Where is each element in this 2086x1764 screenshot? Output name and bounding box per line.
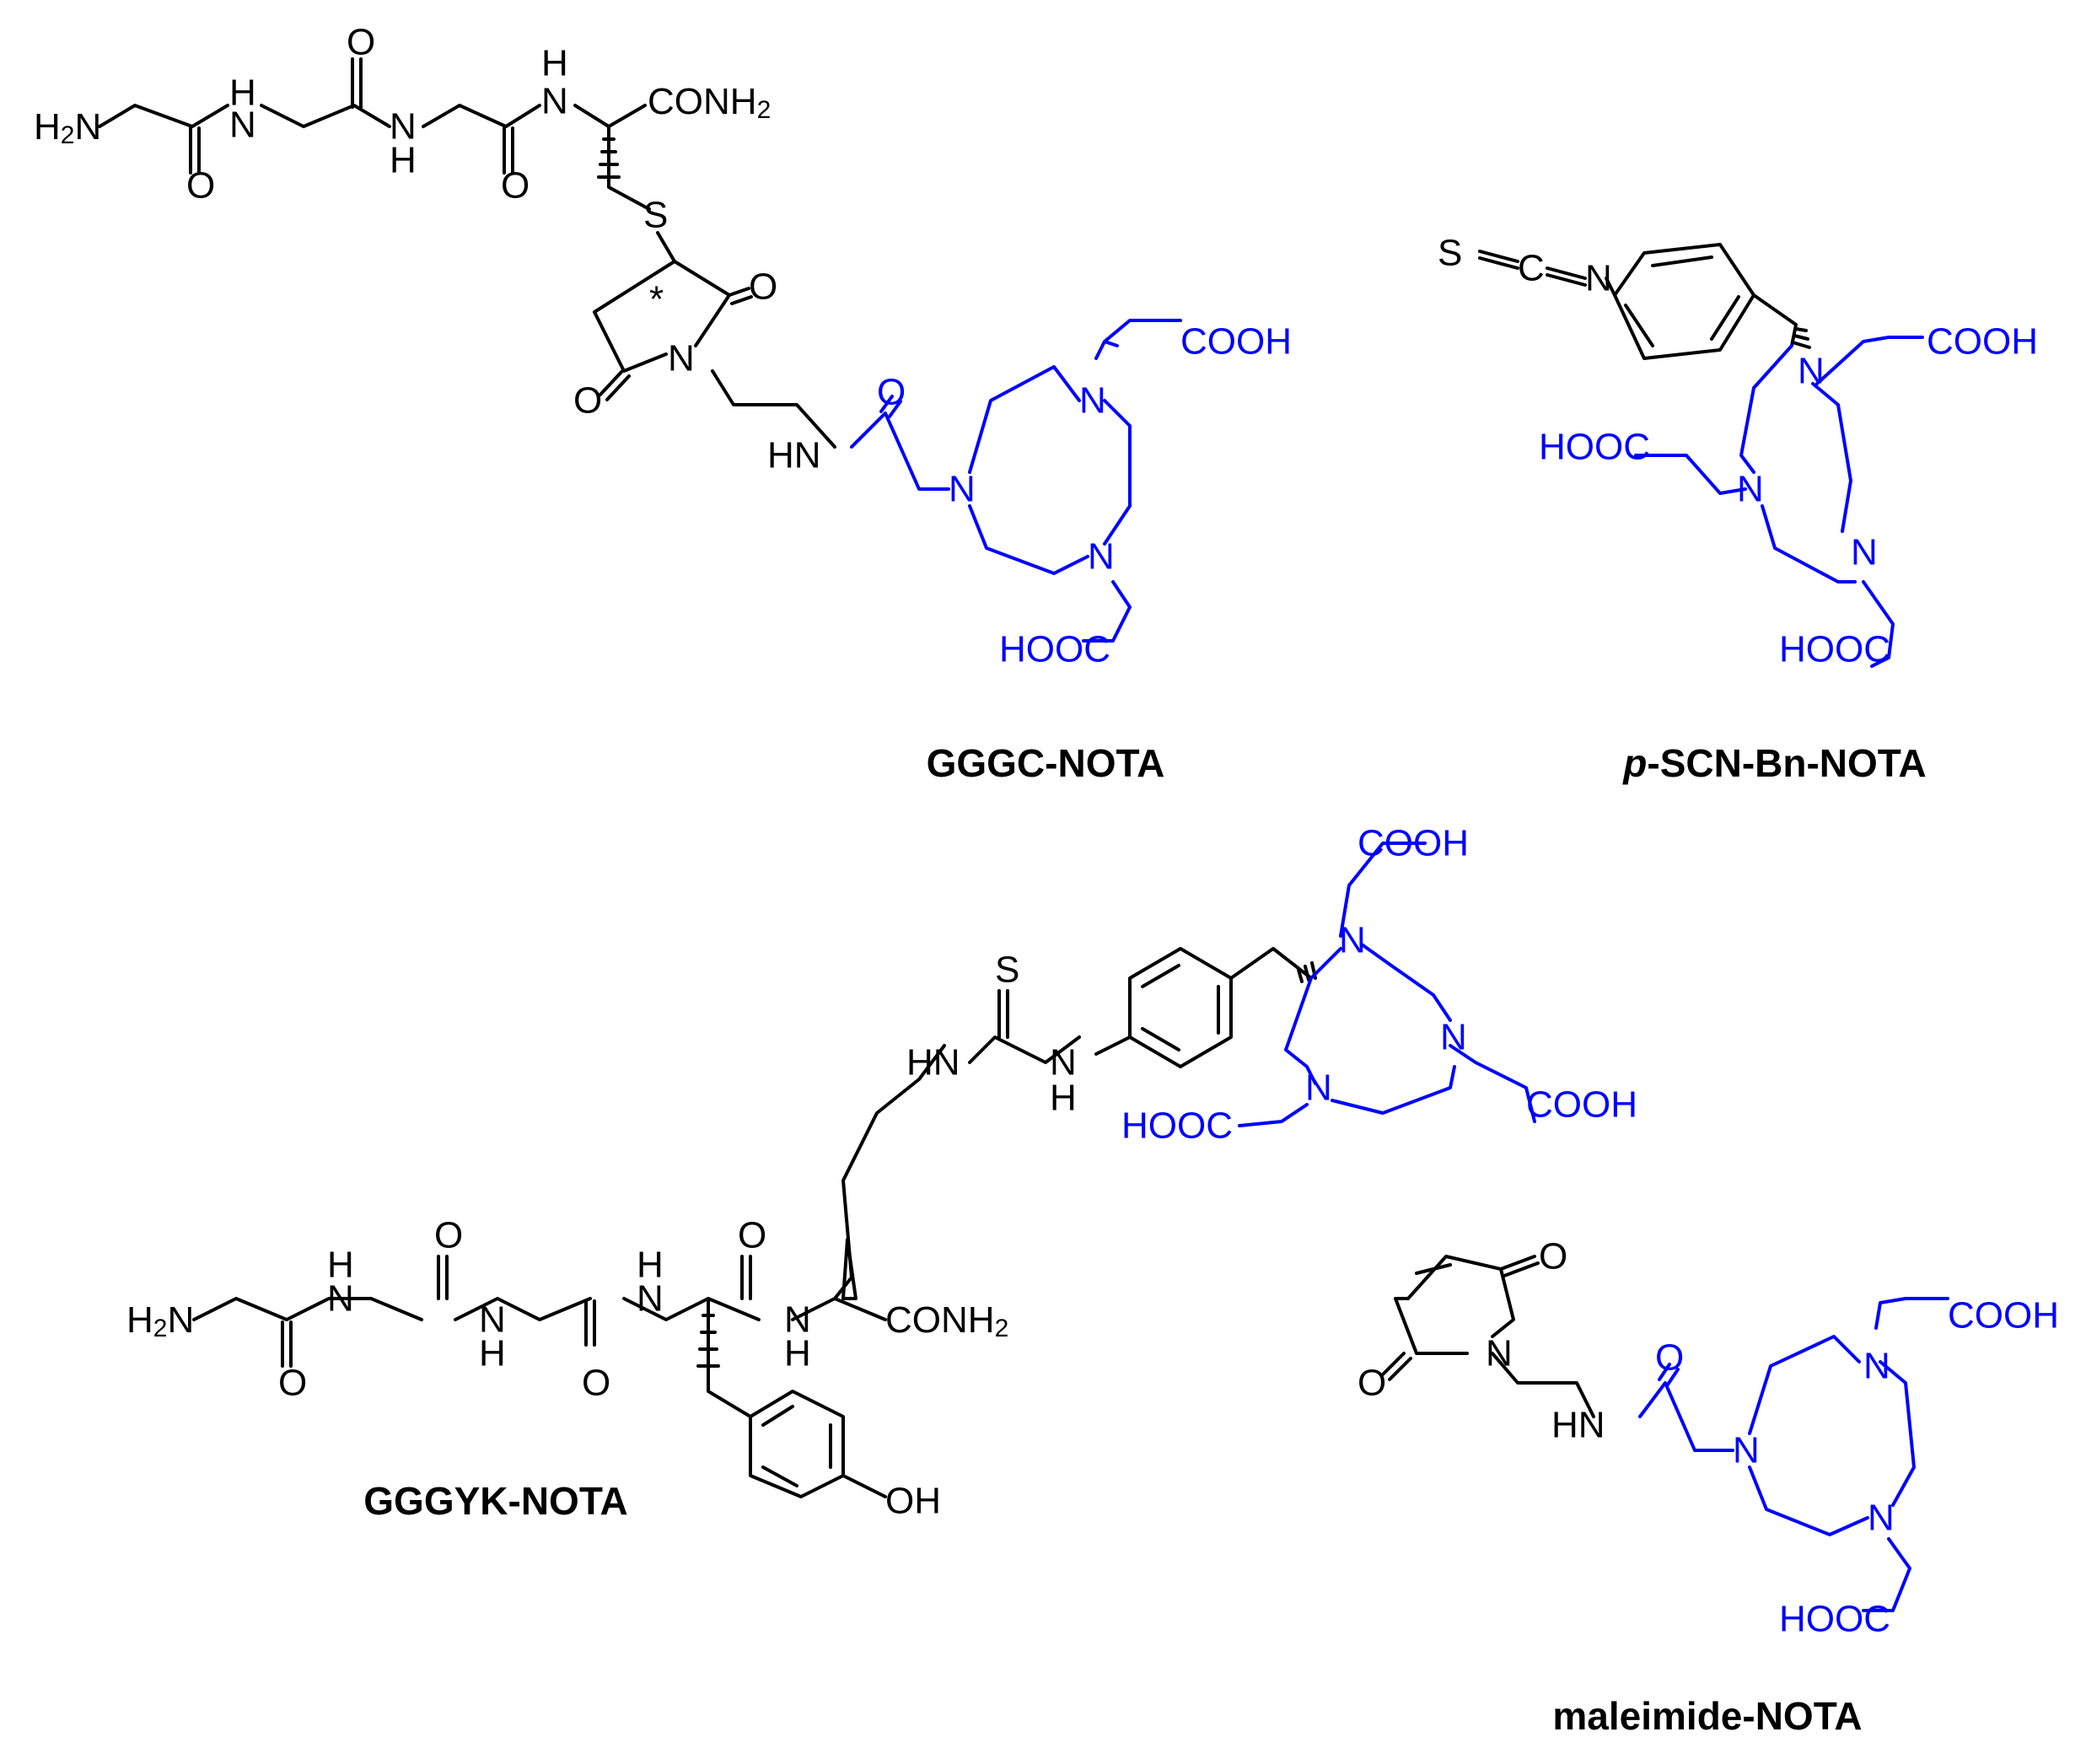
gggyk-tyrosine-bonds [707,1297,887,1498]
gggc-o5: O [573,380,602,422]
pscn-nota-n1: N [1798,351,1825,392]
gggyk-lys-wedge [841,1238,858,1300]
gggc-o3: O [501,165,530,207]
gggyk-thiourea-bonds [968,989,1132,1064]
gggc-nota-n1: N [949,469,976,510]
gggyk-oh: OH [885,1481,941,1522]
gggyk-cooh-right: COOH [1526,1084,1637,1126]
maleimide-nota-n1: N [1733,1430,1760,1471]
gggyk-thio-n: N [1050,1042,1077,1084]
maleimide-nota-n2: N [1863,1346,1890,1387]
pscn-bn-nota-structure: S C N N N N COOH HOOC HOOC p-SCN-Bn-NOTA [1438,233,2038,786]
gggyk-thio-s: S [995,949,1019,991]
gggc-conh2: CONH2 [648,81,771,124]
gggc-o4: O [749,266,777,308]
maleimide-hooc: HOOC [1779,1599,1890,1640]
pscn-n: N [1585,258,1612,299]
gggc-backbone-bonds [98,104,647,128]
gggc-imide-n: N [668,338,695,379]
maleimide-amide-o: O [1655,1337,1684,1379]
gggyk-o4: O [738,1215,766,1256]
gggc-cys-sidechain [607,125,676,263]
gggyk-n3-h: H [637,1245,664,1286]
gggyk-nota-structure: H2N H N O O N H O H N O N H CONH2 OH HN … [126,823,1637,1524]
gggyk-h2n: H2N [126,1299,194,1342]
gggyk-thio-n-h: H [1050,1078,1077,1119]
maleimide-o2: O [1358,1363,1386,1404]
gggc-n2-h: H [390,140,417,181]
pscn-nota-bonds [1634,336,1924,668]
gggc-nota-structure: H2N H N O O N H O H N CONH2 S * O N O HN… [34,22,1292,786]
gggc-ethyl-linker [711,369,836,449]
gggc-amide-o: O [877,372,906,413]
gggc-s: S [643,195,668,236]
gggc-cooh: COOH [1180,321,1292,363]
maleimide-nota-caption: maleimide-NOTA [1552,1694,1862,1738]
gggc-o1: O [186,165,215,207]
gggc-nota-caption: GGGC-NOTA [927,741,1165,785]
pscn-bn-nota-caption: p-SCN-Bn-NOTA [1621,741,1926,785]
gggyk-n1: N [327,1278,354,1320]
pscn-cooh: COOH [1927,321,2038,363]
gggc-hooc: HOOC [999,629,1110,670]
gggc-star: * [649,279,664,320]
maleimide-ring [1381,1255,1595,1418]
pscn-hooc-left: HOOC [1539,427,1650,468]
gggc-carbonyl-bonds [189,57,514,175]
pscn-s: S [1438,233,1462,274]
gggyk-n1-h: H [327,1245,354,1286]
pscn-nota-n2: N [1737,469,1764,510]
gggc-n2: N [390,106,417,148]
gggyk-o3: O [582,1363,610,1404]
maleimide-cooh: COOH [1948,1295,2059,1336]
gggyk-o1: O [278,1363,307,1404]
gggc-succinimide-ring [593,260,753,401]
gggyk-n3: N [637,1278,664,1320]
gggc-n1-h: H [229,73,256,114]
pscn-hash-wedge [1791,327,1811,349]
maleimide-hn: HN [1551,1405,1605,1446]
gggyk-aryl-ring [1128,947,1313,1068]
pscn-hooc-bottom: HOOC [1779,629,1890,670]
gggyk-hooc: HOOC [1121,1105,1233,1147]
gggyk-o2: O [434,1215,463,1256]
gggyk-n2-h: H [479,1333,506,1374]
maleimide-n: N [1486,1333,1513,1374]
gggyk-nota-bonds [1238,842,1536,1127]
gggc-o2: O [347,22,375,63]
gggyk-hn: HN [906,1042,960,1084]
gggyk-n2: N [479,1299,506,1341]
maleimide-nota-bonds [1638,1297,1949,1612]
gggyk-conh2: CONH2 [885,1299,1008,1342]
gggyk-nota-caption: GGGYK-NOTA [363,1479,627,1523]
gggyk-nota-n1: N [1339,920,1366,961]
gggc-n3: N [541,81,568,122]
gggyk-backbone-bonds [192,1044,946,1321]
pscn-nota-n3: N [1851,532,1878,573]
gggyk-cooh-top: COOH [1358,823,1469,864]
gggc-n1: N [229,105,256,146]
gggc-h2n: H2N [34,106,101,149]
gggc-nota-bonds [850,319,1182,643]
gggyk-tyr-hash [696,1314,720,1368]
maleimide-nota-n3: N [1868,1498,1895,1539]
gggc-hash-wedge [597,137,621,179]
pscn-c: C [1518,248,1545,289]
maleimide-o1: O [1539,1236,1567,1277]
gggyk-nota-n2: N [1440,1017,1467,1058]
gggyk-nota-n3: N [1305,1068,1332,1109]
gggc-n3-h: H [541,43,568,84]
gggyk-n4-h: H [784,1333,811,1374]
maleimide-nota-structure: O N O HN O N N N COOH HOOC maleimide-NOT… [1358,1236,2059,1739]
gggc-nota-n2: N [1079,380,1106,422]
gggyk-n4: N [784,1299,811,1341]
gggyk-carbonyl-bonds [281,1255,752,1368]
pscn-isothiocyanate-bonds [1478,250,1798,347]
gggc-hn: HN [767,435,821,476]
gggc-nota-n3: N [1088,536,1115,578]
pscn-benzene-ring [1613,243,1755,360]
